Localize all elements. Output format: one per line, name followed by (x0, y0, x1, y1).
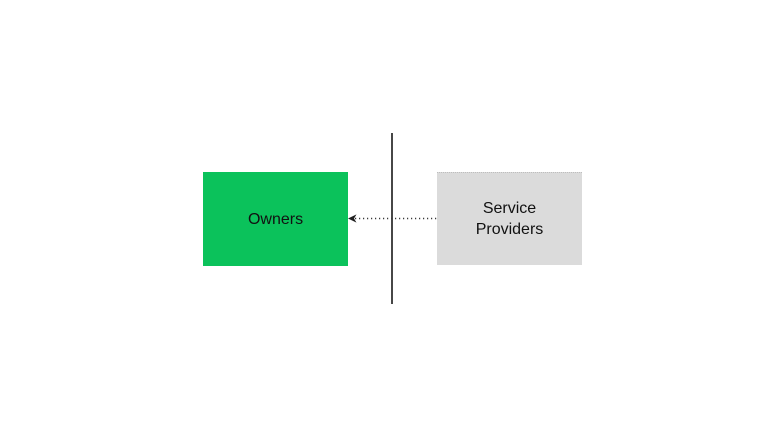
dotted-arrow-left-icon (348, 214, 437, 223)
owners-box-label: Owners (247, 210, 304, 228)
service-providers-box-label: Service Providers (475, 200, 544, 238)
owners-box[interactable]: Owners (203, 172, 348, 266)
service-providers-box[interactable]: Service Providers (437, 172, 582, 265)
